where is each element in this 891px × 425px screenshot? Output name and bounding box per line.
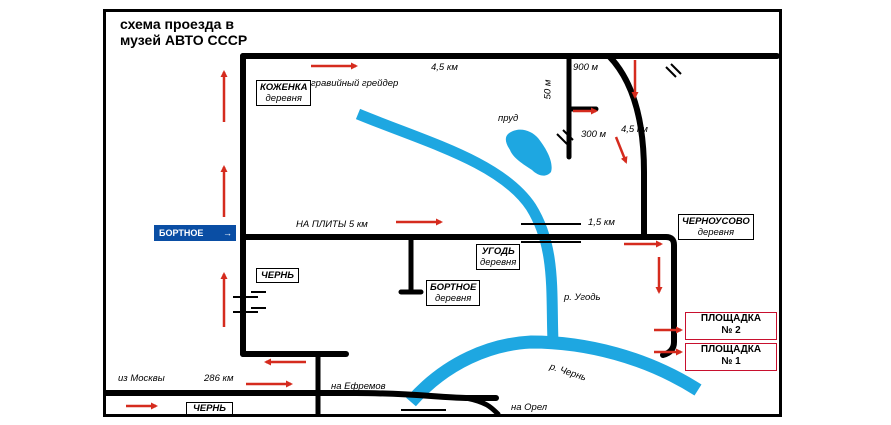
map-drawing xyxy=(106,53,779,414)
village-chernousovo-sub: деревня xyxy=(697,227,735,238)
label-from-moscow: из Москвы xyxy=(118,373,165,384)
village-ugod: УГОДЬ деревня xyxy=(476,244,521,270)
label-distance-900: 900 м xyxy=(573,62,599,73)
village-chern-top: ЧЕРНЬ xyxy=(256,268,299,283)
river-chern xyxy=(406,335,702,407)
village-kozhenka-name: КОЖЕНКА xyxy=(260,82,308,93)
village-kozhenka: КОЖЕНКА деревня xyxy=(256,80,312,106)
village-kozhenka-sub: деревня xyxy=(265,93,302,104)
label-distance-15: 1,5 км xyxy=(588,217,615,228)
village-chernousovo-name: ЧЕРНОУСОВО xyxy=(682,216,750,227)
village-ugod-name: УГОДЬ xyxy=(481,246,515,257)
bridge-marks xyxy=(233,63,682,411)
pond xyxy=(505,129,552,176)
road-bortnoe-spur xyxy=(398,234,424,295)
arrow-right-icon: → xyxy=(223,228,232,238)
road-east xyxy=(606,53,647,240)
label-distance-45-right: 4,5 км xyxy=(621,124,648,135)
site-2-line1: ПЛОЩАДКА xyxy=(700,313,762,324)
label-pond: пруд xyxy=(498,113,519,124)
site-1-line2: № 1 xyxy=(721,356,741,367)
village-bortnoe: БОРТНОЕ деревня xyxy=(426,280,481,306)
label-grader: гравийный грейдер xyxy=(311,78,399,89)
bortnoe-sign-label: БОРТНОЕ xyxy=(159,228,204,238)
village-ugod-sub: деревня xyxy=(480,257,517,268)
site-ploshchadka-2: ПЛОЩАДКА № 2 xyxy=(685,312,777,340)
label-distance-300: 300 м xyxy=(581,129,607,140)
label-to-orel: на Орел xyxy=(511,402,548,413)
map-title: схема проезда в музей АВТО СССР xyxy=(120,16,247,48)
map-title-line1: схема проезда в xyxy=(120,16,234,32)
route-map: схема проезда в музей АВТО СССР xyxy=(103,9,782,417)
label-to-efremov: на Ефремов xyxy=(331,381,386,392)
village-chern-bottom: ЧЕРНЬ xyxy=(186,402,233,414)
label-river-ugod: р. Угодь xyxy=(564,292,601,303)
road-to-orel xyxy=(463,395,501,414)
river-ugod xyxy=(355,108,559,343)
direction-arrows xyxy=(126,60,683,410)
village-bortnoe-sub: деревня xyxy=(434,293,472,304)
label-distance-45-top: 4,5 км xyxy=(431,62,458,73)
village-bortnoe-name: БОРТНОЕ xyxy=(430,282,477,293)
map-title-line2: музей АВТО СССР xyxy=(120,32,248,48)
village-chernousovo: ЧЕРНОУСОВО деревня xyxy=(678,214,754,240)
bortnoe-direction-sign: БОРТНОЕ → xyxy=(154,225,236,241)
site-ploshchadka-1: ПЛОЩАДКА № 1 xyxy=(685,343,777,371)
label-distance-50: 50 м xyxy=(542,79,554,100)
site-1-line1: ПЛОЩАДКА xyxy=(700,344,762,355)
village-chern-top-name: ЧЕРНЬ xyxy=(261,270,294,281)
label-to-plity: НА ПЛИТЫ 5 км xyxy=(296,219,368,230)
site-2-line2: № 2 xyxy=(721,325,741,336)
label-distance-286: 286 км xyxy=(204,373,234,384)
village-chern-bottom-name: ЧЕРНЬ xyxy=(193,403,226,414)
